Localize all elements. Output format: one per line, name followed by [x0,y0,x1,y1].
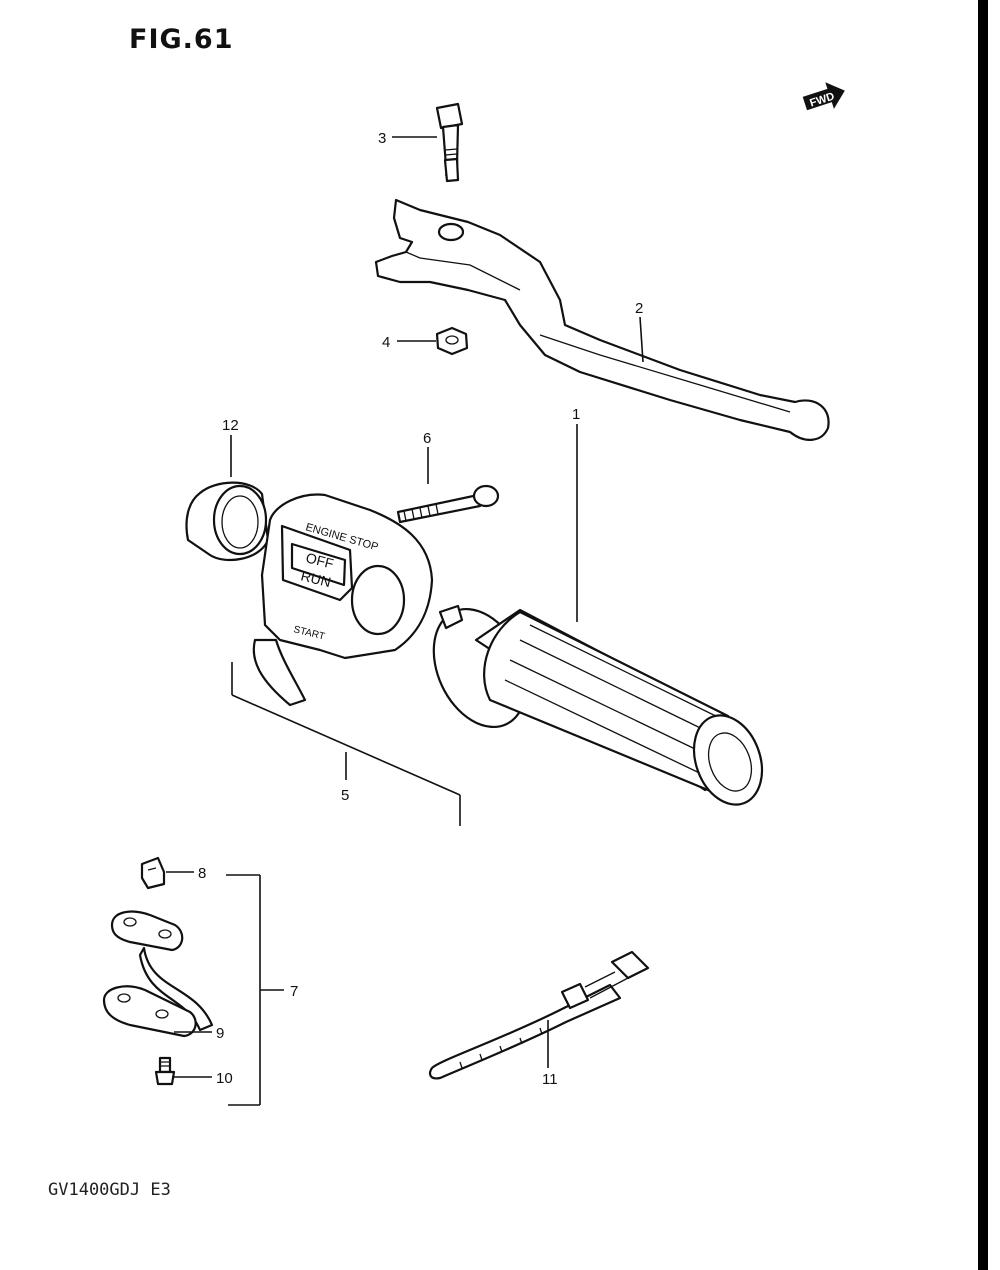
off-label: OFF [304,549,335,571]
figure-title: FIG.61 [129,24,234,55]
callout-6: 6 [423,430,431,447]
page-edge-bar [978,0,988,1270]
bolt-part [435,102,464,183]
spacer-ring-part [185,481,270,562]
callout-2: 2 [635,300,643,317]
callout-5: 5 [341,787,349,804]
callout-1: 1 [572,406,580,423]
clamp-bracket-part [102,910,214,1038]
nut-part [435,326,469,356]
callout-3: 3 [378,130,386,147]
cable-tie-part [429,950,650,1080]
callout-8: 8 [198,865,206,882]
callout-4: 4 [382,334,390,351]
callout-10: 10 [216,1070,233,1087]
throttle-grip-part [432,604,764,806]
callout-12: 12 [222,417,239,434]
callout-9: 9 [216,1025,224,1042]
fwd-label: FWD [808,90,836,109]
clip-part [140,856,166,890]
screw-part [396,484,500,524]
callout-leaders [166,136,644,1106]
small-screw-part [154,1056,176,1086]
callout-numbers: 1 2 3 4 5 6 7 8 9 10 11 12 [198,130,643,1088]
callout-11: 11 [542,1071,558,1088]
switch-housing-part: ENGINE STOP OFF RUN START [252,493,434,707]
lever-part [374,198,830,441]
run-label: RUN [299,567,332,590]
fwd-arrow-icon: FWD [802,82,845,111]
model-code: GV1400GDJ E3 [48,1180,171,1200]
callout-7: 7 [290,983,298,1000]
